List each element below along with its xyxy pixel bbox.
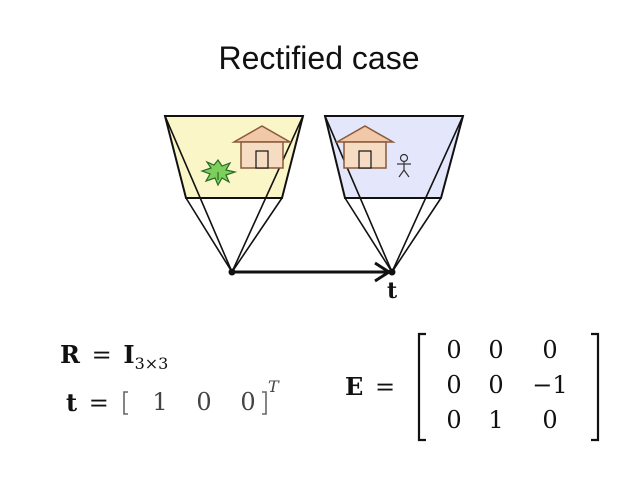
matrix-cell: 0	[542, 406, 558, 434]
matrix-cell: 0	[446, 336, 462, 364]
matrix-cell: 0	[446, 406, 462, 434]
left-camera-center	[228, 268, 236, 276]
translation-eq: =	[88, 389, 109, 417]
translation-sup: T	[268, 377, 279, 408]
essential-lhs: E	[345, 372, 364, 401]
translation-value-1: 0	[196, 388, 212, 416]
matrix-cell: 0	[488, 336, 504, 364]
matrix-brackets	[417, 332, 600, 442]
vector-brackets	[123, 391, 267, 415]
person-icon	[397, 153, 411, 178]
translation-value-2: 0	[240, 388, 256, 416]
matrix-cell: 0	[446, 371, 462, 399]
rotation-eq: =	[91, 341, 112, 369]
translation-arrow	[234, 261, 392, 283]
translation-lhs: t	[66, 388, 78, 417]
house-icon-left	[231, 125, 293, 169]
right-camera-center	[388, 268, 396, 276]
rotation-sub: 3×3	[134, 354, 169, 373]
slide-title: Rectified case	[218, 40, 420, 76]
translation-label: t	[387, 278, 398, 304]
translation-transpose: T	[268, 377, 279, 396]
matrix-cell: 0	[542, 336, 558, 364]
translation-equation: t =	[60, 388, 113, 417]
translation-value-0: 1	[152, 388, 168, 416]
rotation-rhs: I	[123, 340, 135, 369]
essential-equation: E =	[345, 372, 395, 401]
matrix-cell: 0	[488, 371, 504, 399]
essential-eq: =	[374, 373, 396, 401]
rotation-equation: R = I3×3	[60, 340, 168, 373]
plant-icon	[200, 158, 238, 187]
matrix-cell: −1	[532, 371, 568, 399]
rotation-lhs: R	[60, 340, 80, 369]
house-icon-right	[334, 125, 396, 169]
matrix-cell: 1	[488, 406, 504, 434]
